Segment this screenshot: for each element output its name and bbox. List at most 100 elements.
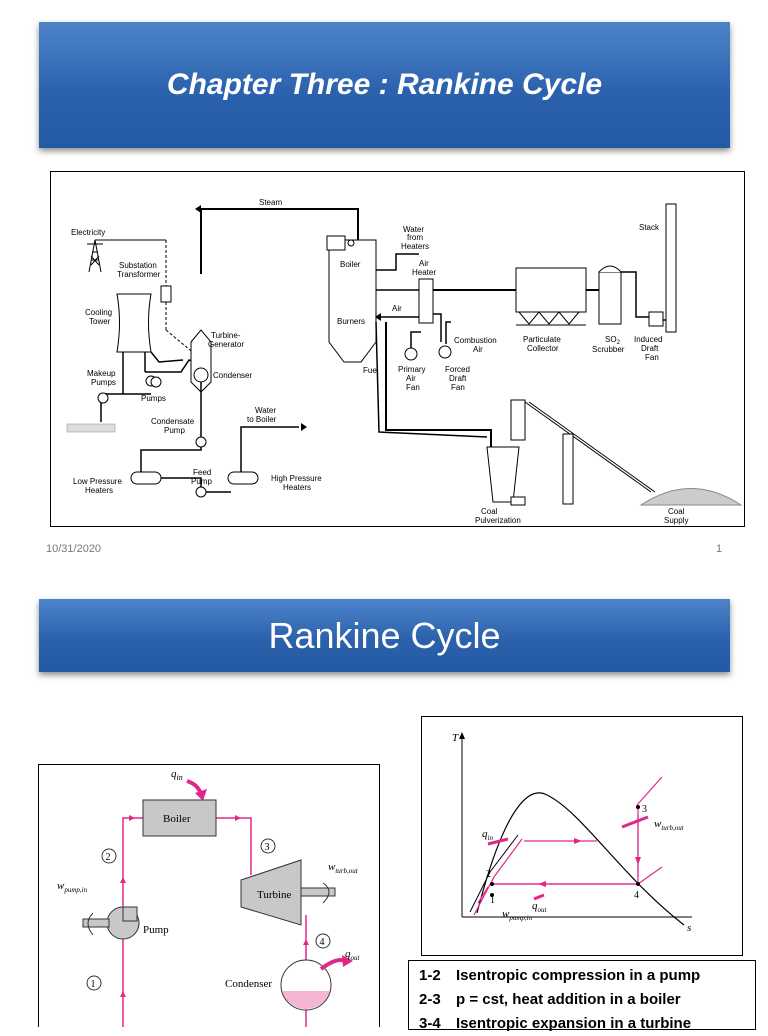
fuel-label: Fuel <box>363 366 379 375</box>
combustion-label-1: Combustion <box>454 336 497 345</box>
forced-label-3: Fan <box>451 383 465 392</box>
boiler-label: Boiler <box>340 260 361 269</box>
rankine-schematic: Boiler qin Turbine wturb,out Pump wpump,… <box>38 764 380 1027</box>
condenser-label: Condenser <box>213 371 252 380</box>
forced-draft-fan-icon <box>438 345 452 359</box>
pump-icon <box>97 392 109 404</box>
lp-label-2: Heaters <box>85 486 113 495</box>
pulverizer-icon <box>486 446 520 503</box>
turbine-label-1: Turbine- <box>211 331 241 340</box>
combustion-label-2: Air <box>473 345 483 354</box>
air-heater-label-2: Heater <box>412 268 436 277</box>
t-axis-label: T <box>452 732 459 744</box>
pumps-label: Pumps <box>141 394 166 403</box>
cooling-tower-label-2: Tower <box>89 317 111 326</box>
q-in-label: qin <box>171 768 183 782</box>
turbine-shape <box>240 859 302 926</box>
ts-point-1: 1 <box>490 895 495 906</box>
power-plant-diagram: Steam Electricity Substation Transformer… <box>50 171 745 527</box>
water-to-boiler-label-1: Water <box>255 406 276 415</box>
so2-scrubber-icon <box>598 271 622 325</box>
transmission-tower-icon <box>87 239 103 273</box>
ts-point-3: 3 <box>642 804 647 815</box>
coal-pulv-label-2: Pulverization <box>475 516 521 525</box>
electricity-label: Electricity <box>71 228 105 237</box>
substation-label-2: Transformer <box>117 270 161 279</box>
water-from-heaters-3: Heaters <box>401 242 429 251</box>
ts-q-out-label: qout <box>532 900 548 914</box>
ts-q-in-label: qin <box>482 828 493 842</box>
slide1-date: 10/31/2020 <box>46 543 102 555</box>
burners-label: Burners <box>337 317 365 326</box>
pump-label: Pump <box>143 924 169 936</box>
boiler-box <box>142 799 217 837</box>
state-3-label: 3 <box>265 842 270 853</box>
particulate-label-1: Particulate <box>523 335 561 344</box>
primary-label-1: Primary <box>398 365 426 374</box>
stack-label: Stack <box>639 223 660 232</box>
so2-label-2: Scrubber <box>592 345 625 354</box>
rotation-arrow-icon <box>322 882 330 904</box>
slide2-title: Rankine Cycle <box>268 614 501 656</box>
slide1-title-banner: Chapter Three : Rankine Cycle <box>39 22 730 148</box>
air-heater-icon <box>418 278 434 324</box>
makeup-label-1: Makeup <box>87 369 116 378</box>
ts-point-4: 4 <box>634 890 639 901</box>
state-4-label: 4 <box>320 937 325 948</box>
pump-icon <box>195 436 207 448</box>
air-heater-label-1: Air <box>419 259 429 268</box>
q-out-label: qout <box>345 948 361 962</box>
lp-label-1: Low Pressure <box>73 477 122 486</box>
feed-pump-label-1: Feed <box>193 468 211 477</box>
ts-w-turb-label: wturb,out <box>654 818 685 832</box>
forced-label-2: Draft <box>449 374 467 383</box>
condenser-label: Condenser <box>225 978 272 990</box>
turbine-label: Turbine <box>257 889 292 901</box>
boiler-icon <box>328 239 377 363</box>
ts-diagram: T s 3 4 2 1 qin qout wturb,out wpump,in <box>421 716 743 956</box>
rotation-arrow-icon <box>87 912 94 936</box>
cooling-tower-label-1: Cooling <box>85 308 112 317</box>
pump-icon <box>150 376 162 388</box>
slide2-title-banner: Rankine Cycle <box>39 599 730 672</box>
water-from-heaters-2: from <box>407 233 423 242</box>
primary-label-2: Air <box>406 374 416 383</box>
coal-supply-label-2: Supply <box>664 516 688 525</box>
induced-label-1: Induced <box>634 335 662 344</box>
forced-label-1: Forced <box>445 365 470 374</box>
w-pump-label: wpump,in <box>57 880 88 894</box>
steam-label: Steam <box>259 198 282 207</box>
induced-draft-fan-icon <box>648 311 664 327</box>
substation-label-1: Substation <box>119 261 157 270</box>
transformer-icon <box>160 285 172 303</box>
low-pressure-heater <box>130 471 162 485</box>
s-axis-label: s <box>687 922 691 934</box>
air-label: Air <box>392 304 402 313</box>
turbine-label-2: Generator <box>208 340 244 349</box>
ts-w-pump-label: wpump,in <box>502 908 533 922</box>
makeup-label-2: Pumps <box>91 378 116 387</box>
water-to-boiler-label-2: to Boiler <box>247 415 277 424</box>
heat-out-arrow-icon <box>319 958 346 971</box>
ts-point-2: 2 <box>486 869 491 880</box>
hp-label-2: Heaters <box>283 483 311 492</box>
coal-supply-label-1: Coal <box>668 507 685 516</box>
particulate-label-2: Collector <box>527 344 559 353</box>
condenser-icon <box>193 367 209 383</box>
state-2-label: 2 <box>106 852 111 863</box>
water-from-heaters-1: Water <box>403 225 424 234</box>
coal-hopper-icon <box>510 399 526 441</box>
feed-pump-label-2: Pump <box>191 477 212 486</box>
slide1-page-number: 1 <box>716 543 723 555</box>
induced-label-3: Fan <box>645 353 659 362</box>
water-source-icon <box>66 423 116 433</box>
saturation-dome <box>476 792 685 926</box>
primary-air-fan-icon <box>404 347 418 361</box>
condensate-label-1: Condensate <box>151 417 195 426</box>
w-turb-label: wturb,out <box>328 861 359 875</box>
so2-label-1: SO2 <box>605 335 621 346</box>
primary-label-3: Fan <box>406 383 420 392</box>
induced-label-2: Draft <box>641 344 659 353</box>
